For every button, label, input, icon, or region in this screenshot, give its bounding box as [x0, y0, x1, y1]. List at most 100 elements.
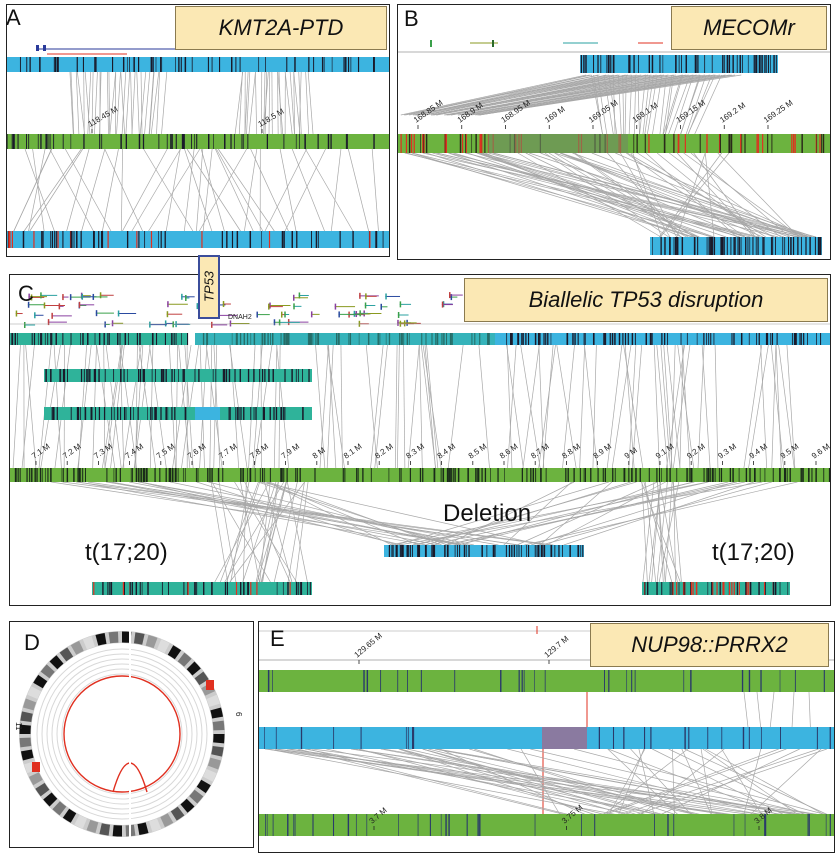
- chromosome-band: [88, 825, 96, 828]
- chromosome-band: [218, 721, 219, 730]
- gene-exon: [165, 320, 167, 326]
- chromosome-band: [29, 763, 32, 771]
- dnah2-gene-label: DNAH2: [228, 314, 252, 321]
- gene-exon: [365, 293, 367, 299]
- alignment-line: [431, 75, 648, 115]
- chromosome-band: [97, 638, 106, 640]
- tick-label: 9.5 M: [779, 442, 801, 461]
- chromosome-band: [109, 637, 118, 638]
- chromosome-band: [184, 803, 191, 809]
- alignment-line: [580, 345, 585, 469]
- gene-exon: [442, 302, 444, 308]
- circos-right-label: 6: [234, 712, 243, 717]
- gene-exon: [82, 294, 84, 300]
- gene-exon: [281, 312, 283, 318]
- alignment-line: [13, 345, 20, 469]
- alignment-line: [400, 749, 647, 815]
- alignment-line: [395, 345, 397, 469]
- alignment-line: [405, 153, 751, 237]
- chromosome-band: [63, 652, 70, 657]
- tick-label: 8.2 M: [373, 442, 395, 461]
- gene-exon: [311, 311, 313, 317]
- tick-label: 7.8 M: [248, 442, 270, 461]
- alignment-line: [308, 72, 313, 138]
- gene-exon: [279, 319, 281, 325]
- alignment-line: [268, 749, 732, 815]
- gene-exon: [400, 301, 402, 307]
- alignment-line: [94, 72, 97, 138]
- chromosome-band: [74, 646, 82, 650]
- chromosome-band: [201, 783, 206, 790]
- chromosome-band: [174, 811, 181, 816]
- gene-exon: [449, 292, 451, 298]
- highlight-region: [488, 134, 628, 153]
- sv-highlight-right: [206, 680, 214, 690]
- chromosome-band: [213, 759, 216, 767]
- alignment-line: [772, 345, 776, 469]
- chromosome-band: [38, 678, 43, 685]
- tp53-gene-box: TP53: [198, 255, 220, 319]
- alignment-line: [187, 149, 243, 235]
- chromosome-band: [77, 820, 85, 824]
- panel-a-letter: A: [6, 5, 21, 31]
- alignment-line: [280, 149, 297, 235]
- chromosome-band: [216, 709, 218, 718]
- chromosome-band: [208, 771, 212, 779]
- gene-exon: [338, 311, 340, 317]
- alignment-line: [102, 149, 119, 235]
- gene-exon: [335, 304, 337, 310]
- gene-exon: [365, 302, 367, 308]
- translocation-molecule-right: [642, 582, 790, 595]
- chromosome-band: [53, 659, 60, 665]
- panel-b-title: MECOMr: [671, 6, 827, 50]
- deletion-label: Deletion: [443, 500, 531, 528]
- tick-label: 8.4 M: [436, 442, 458, 461]
- alignment-line: [149, 72, 154, 138]
- alignment-line: [481, 153, 804, 237]
- gene-exon: [185, 295, 187, 301]
- alignment-line: [137, 72, 140, 138]
- gene-exon: [79, 302, 81, 308]
- tick-label: 169.25 M: [762, 98, 795, 125]
- chromosome-band: [163, 818, 171, 822]
- chromosome-band: [25, 738, 26, 747]
- alignment-line: [156, 72, 159, 138]
- gene-exon: [51, 313, 53, 319]
- alignment-line: [27, 149, 83, 235]
- sv-highlight-left: [32, 762, 40, 772]
- gene-exon: [118, 310, 120, 316]
- alignment-line: [292, 149, 326, 235]
- alignment-line: [283, 149, 326, 235]
- tick-label: 7.7 M: [217, 442, 239, 461]
- gene-exon: [398, 312, 400, 318]
- alignment-line: [652, 482, 661, 582]
- alignment-line: [12, 149, 52, 235]
- panel-c-letter: C: [18, 281, 34, 307]
- tick-label: 169 M: [543, 104, 567, 124]
- tick-label: 7.4 M: [124, 442, 146, 461]
- gene-exon: [354, 311, 356, 317]
- alignment-line: [285, 72, 292, 138]
- alignment-line: [326, 749, 634, 815]
- gene-exon: [34, 312, 36, 318]
- alignment-line: [715, 345, 718, 469]
- gene-exon: [181, 294, 183, 300]
- tick-label: 129.65 M: [353, 631, 385, 660]
- gene-exon: [256, 312, 258, 318]
- tick-label: 7.5 M: [155, 442, 177, 461]
- alignment-line: [244, 149, 257, 235]
- alignment-line: [51, 482, 468, 545]
- gene-exon: [223, 301, 225, 307]
- panel-b-letter: B: [404, 6, 419, 32]
- gene-exon: [70, 294, 72, 300]
- tick-label: 8.3 M: [404, 442, 426, 461]
- tick-label: 7.3 M: [92, 442, 114, 461]
- tick-label: 8.8 M: [560, 442, 582, 461]
- reference-track-top: [259, 670, 834, 692]
- alignment-line: [116, 72, 120, 138]
- molecule-map-3: [44, 407, 312, 420]
- track-ring: [57, 669, 187, 799]
- tick-label: 9.1 M: [654, 442, 676, 461]
- reference-track-bottom: [259, 814, 834, 836]
- alignment-line: [660, 153, 729, 237]
